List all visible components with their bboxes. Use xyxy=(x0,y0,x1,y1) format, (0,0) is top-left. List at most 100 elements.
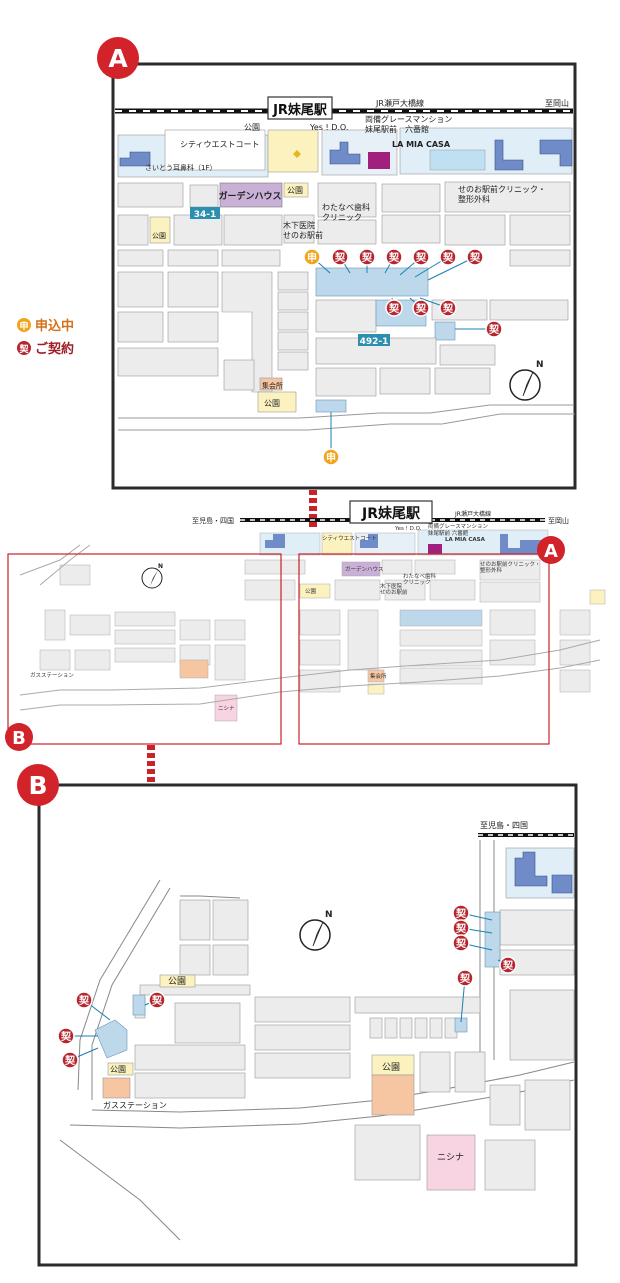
callout-frame-a xyxy=(298,553,550,745)
badge-b: B xyxy=(17,764,59,806)
lot-b xyxy=(132,994,146,1016)
label-park-b1: 公園 xyxy=(168,976,186,987)
building-icon xyxy=(494,139,524,171)
overview-label-nishina: ニシナ xyxy=(218,705,235,712)
overview-label-clinic: クリニック xyxy=(403,579,431,586)
lot-right xyxy=(434,321,456,341)
marker-contracted: 契 xyxy=(148,991,166,1009)
park-marker-icon xyxy=(293,150,301,158)
garden-house-block xyxy=(219,182,283,208)
overview-label-watanabe: わたなべ歯科 xyxy=(403,572,437,580)
label-gas-station: ガスステーション xyxy=(103,1100,167,1110)
overview-label-yes-do: Yes ! D.O. xyxy=(394,526,422,532)
label-nishina: ニシナ xyxy=(437,1152,464,1163)
label-senoo-clinic-2: 整形外科 xyxy=(458,194,490,204)
svg-text:契: 契 xyxy=(389,302,400,315)
marker-contracted: 契 xyxy=(331,248,349,266)
nishina-block xyxy=(426,1134,476,1191)
lot-b-right xyxy=(484,911,501,968)
north-arrow-icon: N xyxy=(509,360,544,401)
svg-text:契: 契 xyxy=(362,251,373,264)
label-park-b2: 公園 xyxy=(110,1065,126,1074)
svg-text:申: 申 xyxy=(307,251,317,264)
marker-contracted: 契 xyxy=(412,299,430,317)
connector-b xyxy=(147,745,155,782)
overview-label-gas-station: ガスステーション xyxy=(30,671,74,679)
lot-34-tag xyxy=(190,207,220,219)
overview-label-park: 公園 xyxy=(305,588,317,595)
overview-direction-west: 至児島・四国 xyxy=(192,516,234,525)
station-box-a xyxy=(267,96,333,120)
direction-west-b: 至児島・四国 xyxy=(480,820,528,830)
label-lot-492: 492-1 xyxy=(360,337,389,347)
marker-contracted: 契 xyxy=(385,299,403,317)
marker-contracted: 契 xyxy=(57,1027,75,1045)
gas-station-block xyxy=(102,1077,131,1099)
svg-text:契: 契 xyxy=(456,907,467,920)
legend-contracted: 契 ご契約 xyxy=(17,341,74,357)
park-b1-block xyxy=(159,974,196,988)
overview-label-kinoshita: 木下医院 xyxy=(380,582,403,590)
marker-contracted: 契 xyxy=(456,969,474,987)
svg-text:A: A xyxy=(108,44,128,73)
overview-label-la-mia-casa: LA MIA CASA xyxy=(445,537,486,543)
overview-label-grace-2: 妹尾駅前 六番館 xyxy=(428,529,469,537)
svg-text:契: 契 xyxy=(79,994,90,1007)
north-arrow-b-icon: N xyxy=(299,910,333,951)
lot-bottom xyxy=(315,399,347,413)
lot-b-corner xyxy=(94,1019,128,1059)
svg-text:契: 契 xyxy=(456,922,467,935)
lots-row-upper xyxy=(315,267,429,297)
building-icon xyxy=(539,139,573,167)
marker-contracted: 契 xyxy=(75,991,93,1009)
marker-contracted: 契 xyxy=(452,934,470,952)
svg-text:契: 契 xyxy=(470,251,481,264)
overview-label-senoo: せのお駅前 xyxy=(380,588,408,596)
building-icon xyxy=(514,851,548,887)
svg-text:契: 契 xyxy=(65,1054,76,1067)
overview-map: 至児島・四国 至岡山 JR瀬戸大橋線 JR妹尾駅 xyxy=(5,500,606,751)
overview-label-senoo-clinic: せのお駅前クリニック・ xyxy=(480,560,540,568)
marker-contracted: 契 xyxy=(499,956,517,974)
connector-a xyxy=(309,490,317,527)
marker-contracted: 契 xyxy=(452,904,470,922)
svg-text:契: 契 xyxy=(443,302,454,315)
label-la-mia-casa: LA MIA CASA xyxy=(392,140,451,149)
label-park-gh: 公園 xyxy=(287,186,303,195)
svg-text:契: 契 xyxy=(416,302,427,315)
label-watanabe-1: わたなべ歯科 xyxy=(322,202,370,212)
label-yes-do: Yes ! D.O. xyxy=(309,123,348,132)
park-top-a xyxy=(267,129,319,173)
label-park-bottom: 公園 xyxy=(264,399,280,408)
label-city-west-court: シティウエストコート xyxy=(180,140,260,149)
direction-east-a: 至岡山 xyxy=(545,98,569,108)
railway-label-a: JR瀬戸大橋線 xyxy=(375,98,424,108)
overview-north-arrow-icon: N xyxy=(141,563,163,589)
svg-text:契: 契 xyxy=(335,251,346,264)
marker-contracted: 契 xyxy=(412,248,430,266)
overview-badge-b: B xyxy=(5,723,33,751)
middle-blocks-a xyxy=(117,181,571,267)
label-saito-ent: さいとう耳鼻科（1F） xyxy=(145,163,216,172)
legend-applied-label: 申込中 xyxy=(35,318,74,334)
label-park-left: 公園 xyxy=(152,232,166,240)
svg-text:契: 契 xyxy=(460,972,471,985)
south-blocks-a xyxy=(117,267,575,431)
marker-contracted: 契 xyxy=(61,1051,79,1069)
overview-badge-a: A xyxy=(537,536,565,564)
legend: 申 申込中 契 ご契約 xyxy=(17,318,74,357)
applied-marker-icon xyxy=(17,318,31,332)
la-mia-casa-building xyxy=(368,152,390,169)
marker-applied: 申 xyxy=(322,448,340,466)
marker-contracted: 契 xyxy=(466,248,484,266)
svg-text:契: 契 xyxy=(503,959,514,972)
marker-contracted: 契 xyxy=(358,248,376,266)
legend-applied-glyph: 申 xyxy=(19,320,28,332)
label-grace-mansion-1: 両備グレースマンション xyxy=(365,114,452,124)
label-garden-house: ガーデンハウス xyxy=(218,190,281,202)
label-park-b3: 公園 xyxy=(382,1062,400,1073)
svg-text:N: N xyxy=(158,563,163,570)
overview-label-grace-1: 両備グレースマンション xyxy=(428,522,489,530)
overview-label-orthopedics: 整形外科 xyxy=(480,566,503,574)
